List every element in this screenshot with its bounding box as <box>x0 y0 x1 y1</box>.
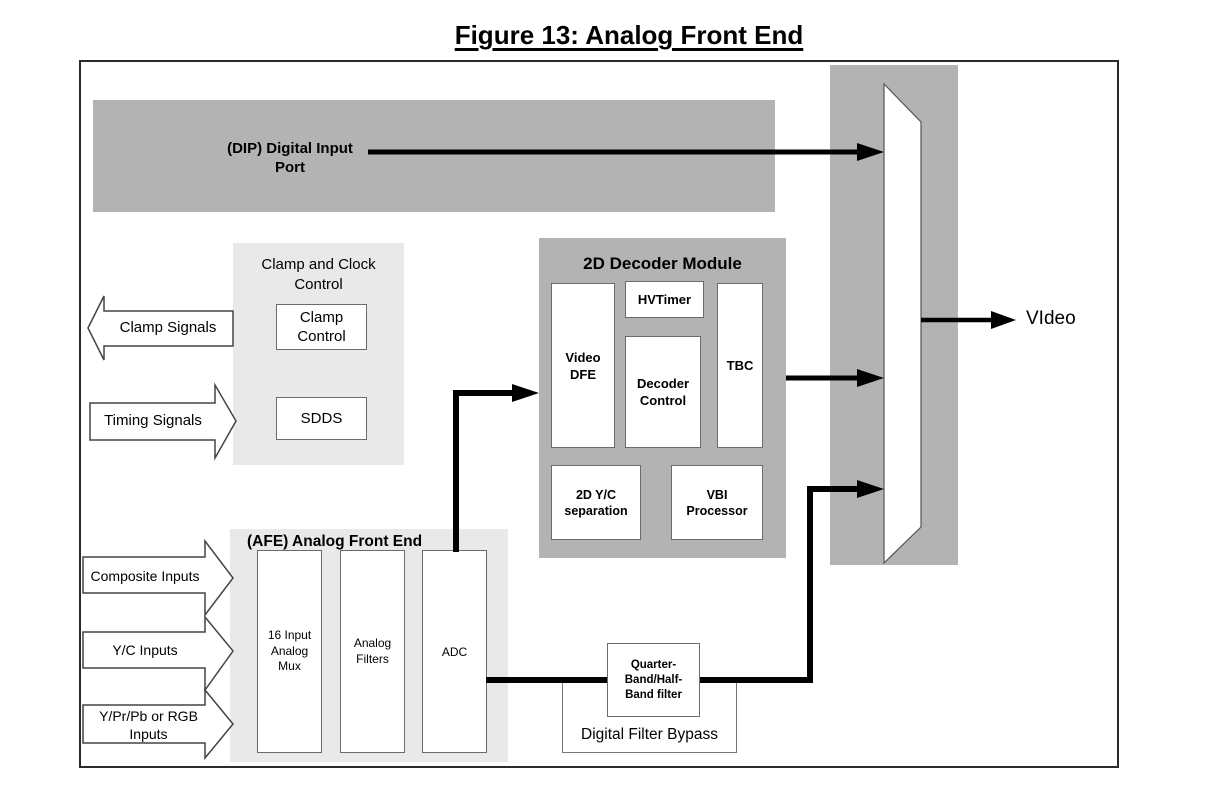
clamp-control-box: Clamp Control <box>276 304 367 350</box>
timing-signals-arrow <box>89 382 237 461</box>
sdds-label: SDDS <box>300 410 343 427</box>
hvtimer-label: HVTimer <box>637 292 692 307</box>
dip-label: (DIP) Digital Input Port <box>227 140 353 176</box>
afe-title: (AFE) Analog Front End <box>247 533 423 550</box>
tbc-label: TBC <box>726 358 754 373</box>
video-output-label: VIdeo <box>1026 308 1076 329</box>
decoder-control-label: Decoder Control <box>636 376 690 408</box>
decoder-to-mux-arrowhead <box>857 369 884 387</box>
video-output-arrowhead <box>991 311 1016 329</box>
bypass-to-mux-arrowhead <box>857 480 884 498</box>
yc-separation-label: 2D Y/C separation <box>564 487 628 518</box>
adc-box: ADC <box>422 550 487 753</box>
clamp-control-label: Clamp Control <box>297 309 346 345</box>
sdds-box: SDDS <box>276 397 367 440</box>
video-dfe-label: Video DFE <box>565 349 601 382</box>
analog-filters-label: Analog Filters <box>353 636 392 666</box>
analog-filters-box: Analog Filters <box>340 550 405 753</box>
adc-to-decoder-arrowhead <box>512 384 539 402</box>
adc-to-decoder-line <box>453 390 515 552</box>
decoder-module-title: 2D Decoder Module <box>583 254 742 273</box>
bypass-to-mux-line <box>807 486 858 683</box>
analog-mux-box: 16 Input Analog Mux <box>257 550 322 753</box>
clamp-signals-arrow <box>87 295 234 361</box>
vbi-processor-label: VBI Processor <box>686 487 748 518</box>
quarter-band-filter-label: Quarter- Band/Half- Band filter <box>624 658 683 701</box>
vbi-processor-box: VBI Processor <box>671 465 763 540</box>
yc-inputs-arrow <box>82 614 234 693</box>
decoder-control-box: Decoder Control <box>625 336 701 448</box>
video-dfe-box: Video DFE <box>551 283 615 448</box>
clamp-clock-title: Clamp and Clock Control <box>261 256 376 293</box>
composite-inputs-label: Composite Inputs <box>90 568 200 584</box>
composite-inputs-arrow <box>82 538 234 618</box>
adc-label: ADC <box>441 644 468 659</box>
ypbpr-inputs-arrow <box>82 687 234 761</box>
analog-mux-label: 16 Input Analog Mux <box>267 628 312 674</box>
quarter-band-filter-box: Quarter- Band/Half- Band filter <box>607 643 700 717</box>
timing-signals-label: Timing Signals <box>104 412 202 429</box>
ypbpr-inputs-label: Y/Pr/Pb or RGB Inputs <box>99 708 198 742</box>
clamp-signals-label: Clamp Signals <box>119 319 217 336</box>
yc-inputs-label: Y/C Inputs <box>112 642 178 658</box>
figure-title: Figure 13: Analog Front End <box>454 20 804 50</box>
tbc-box: TBC <box>717 283 763 448</box>
digital-filter-bypass-label: Digital Filter Bypass <box>581 726 718 743</box>
yc-separation-box: 2D Y/C separation <box>551 465 641 540</box>
hvtimer-box: HVTimer <box>625 281 704 318</box>
mux-trapezoid-shape <box>883 82 922 565</box>
dip-block <box>93 100 775 212</box>
dip-to-mux-arrowhead <box>857 143 884 161</box>
